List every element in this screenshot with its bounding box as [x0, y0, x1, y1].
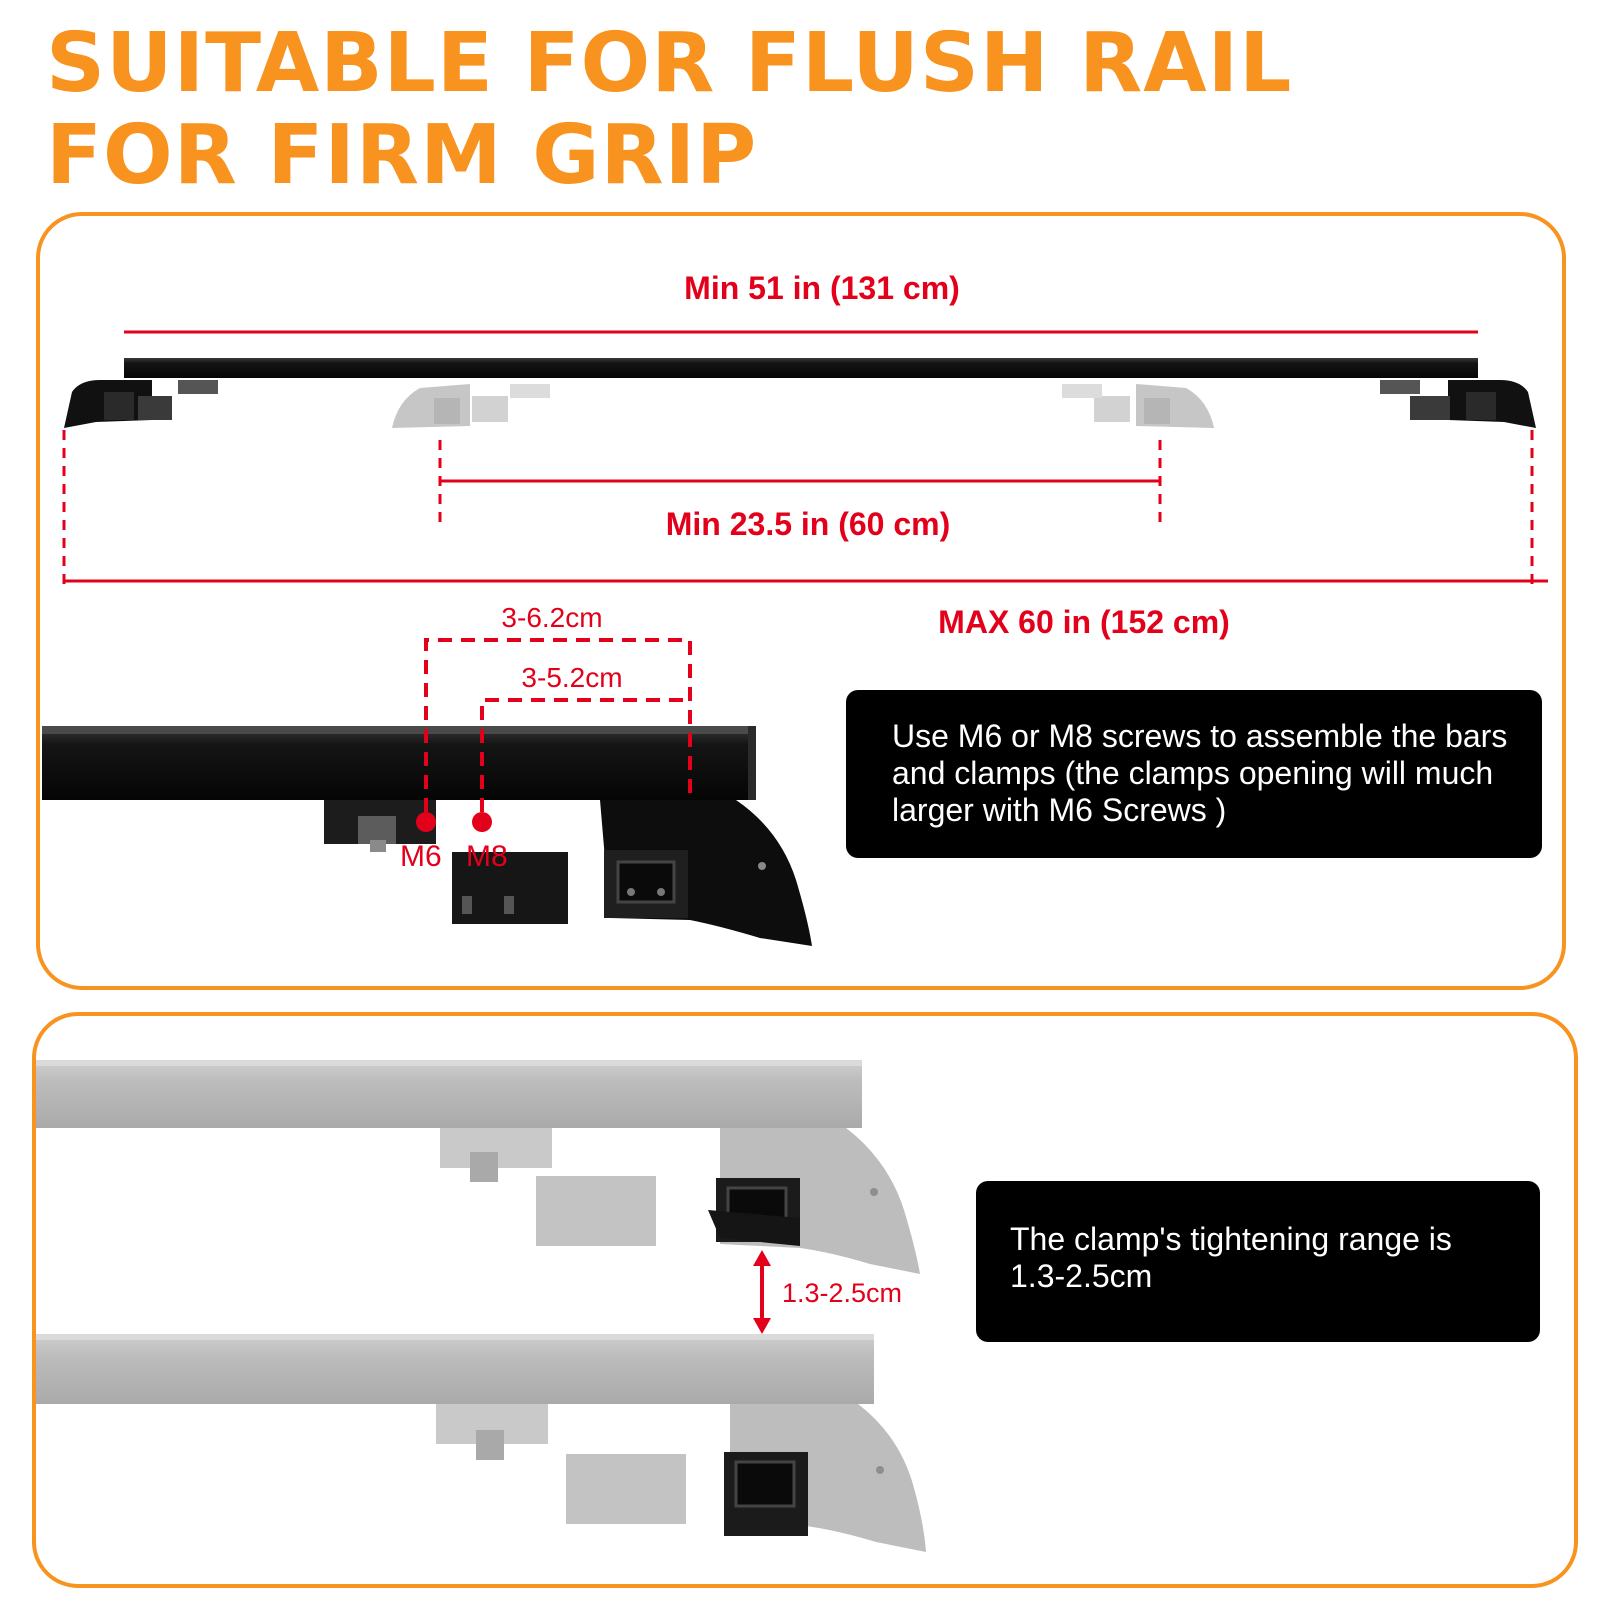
range-m6-label: 3-6.2cm	[501, 602, 603, 633]
upper-bar-ghost	[36, 1060, 862, 1128]
screw-callout: Use M6 or M8 screws to assemble the bars…	[846, 690, 1542, 858]
tightening-callout-text: The clamp's tightening range is 1.3-2.5c…	[1010, 1221, 1452, 1294]
headline: SUITABLE FOR FLUSH RAIL FOR FIRM GRIP	[46, 18, 1292, 202]
crossbar-illustration	[62, 330, 1548, 588]
max-span-label: MAX 60 in (152 cm)	[938, 604, 1230, 640]
m6-hole-marker	[416, 812, 436, 832]
tightening-callout: The clamp's tightening range is 1.3-2.5c…	[976, 1181, 1540, 1342]
min-bar-length-label: Min 51 in (131 cm)	[684, 270, 960, 306]
tightening-range-label: 1.3-2.5cm	[782, 1278, 903, 1308]
tightening-range-illustration	[36, 1060, 926, 1552]
crossbar	[124, 358, 1478, 378]
clamp-foot-illustration	[42, 638, 812, 946]
double-arrow-icon	[753, 1250, 771, 1334]
bar-end-detail	[42, 726, 756, 800]
headline-line-2: FOR FIRM GRIP	[46, 108, 758, 203]
m8-label: M8	[466, 840, 508, 873]
overview-panel	[36, 212, 1566, 990]
headline-line-1: SUITABLE FOR FLUSH RAIL	[46, 16, 1293, 111]
lower-bar-ghost	[36, 1334, 874, 1404]
range-m8-label: 3-5.2cm	[521, 662, 623, 693]
min-foot-gap-label: Min 23.5 in (60 cm)	[665, 506, 951, 542]
m6-label: M6	[400, 840, 442, 873]
screw-callout-text: Use M6 or M8 screws to assemble the bars…	[892, 718, 1508, 828]
range-m6-bracket	[424, 638, 692, 812]
m8-hole-marker	[472, 812, 492, 832]
